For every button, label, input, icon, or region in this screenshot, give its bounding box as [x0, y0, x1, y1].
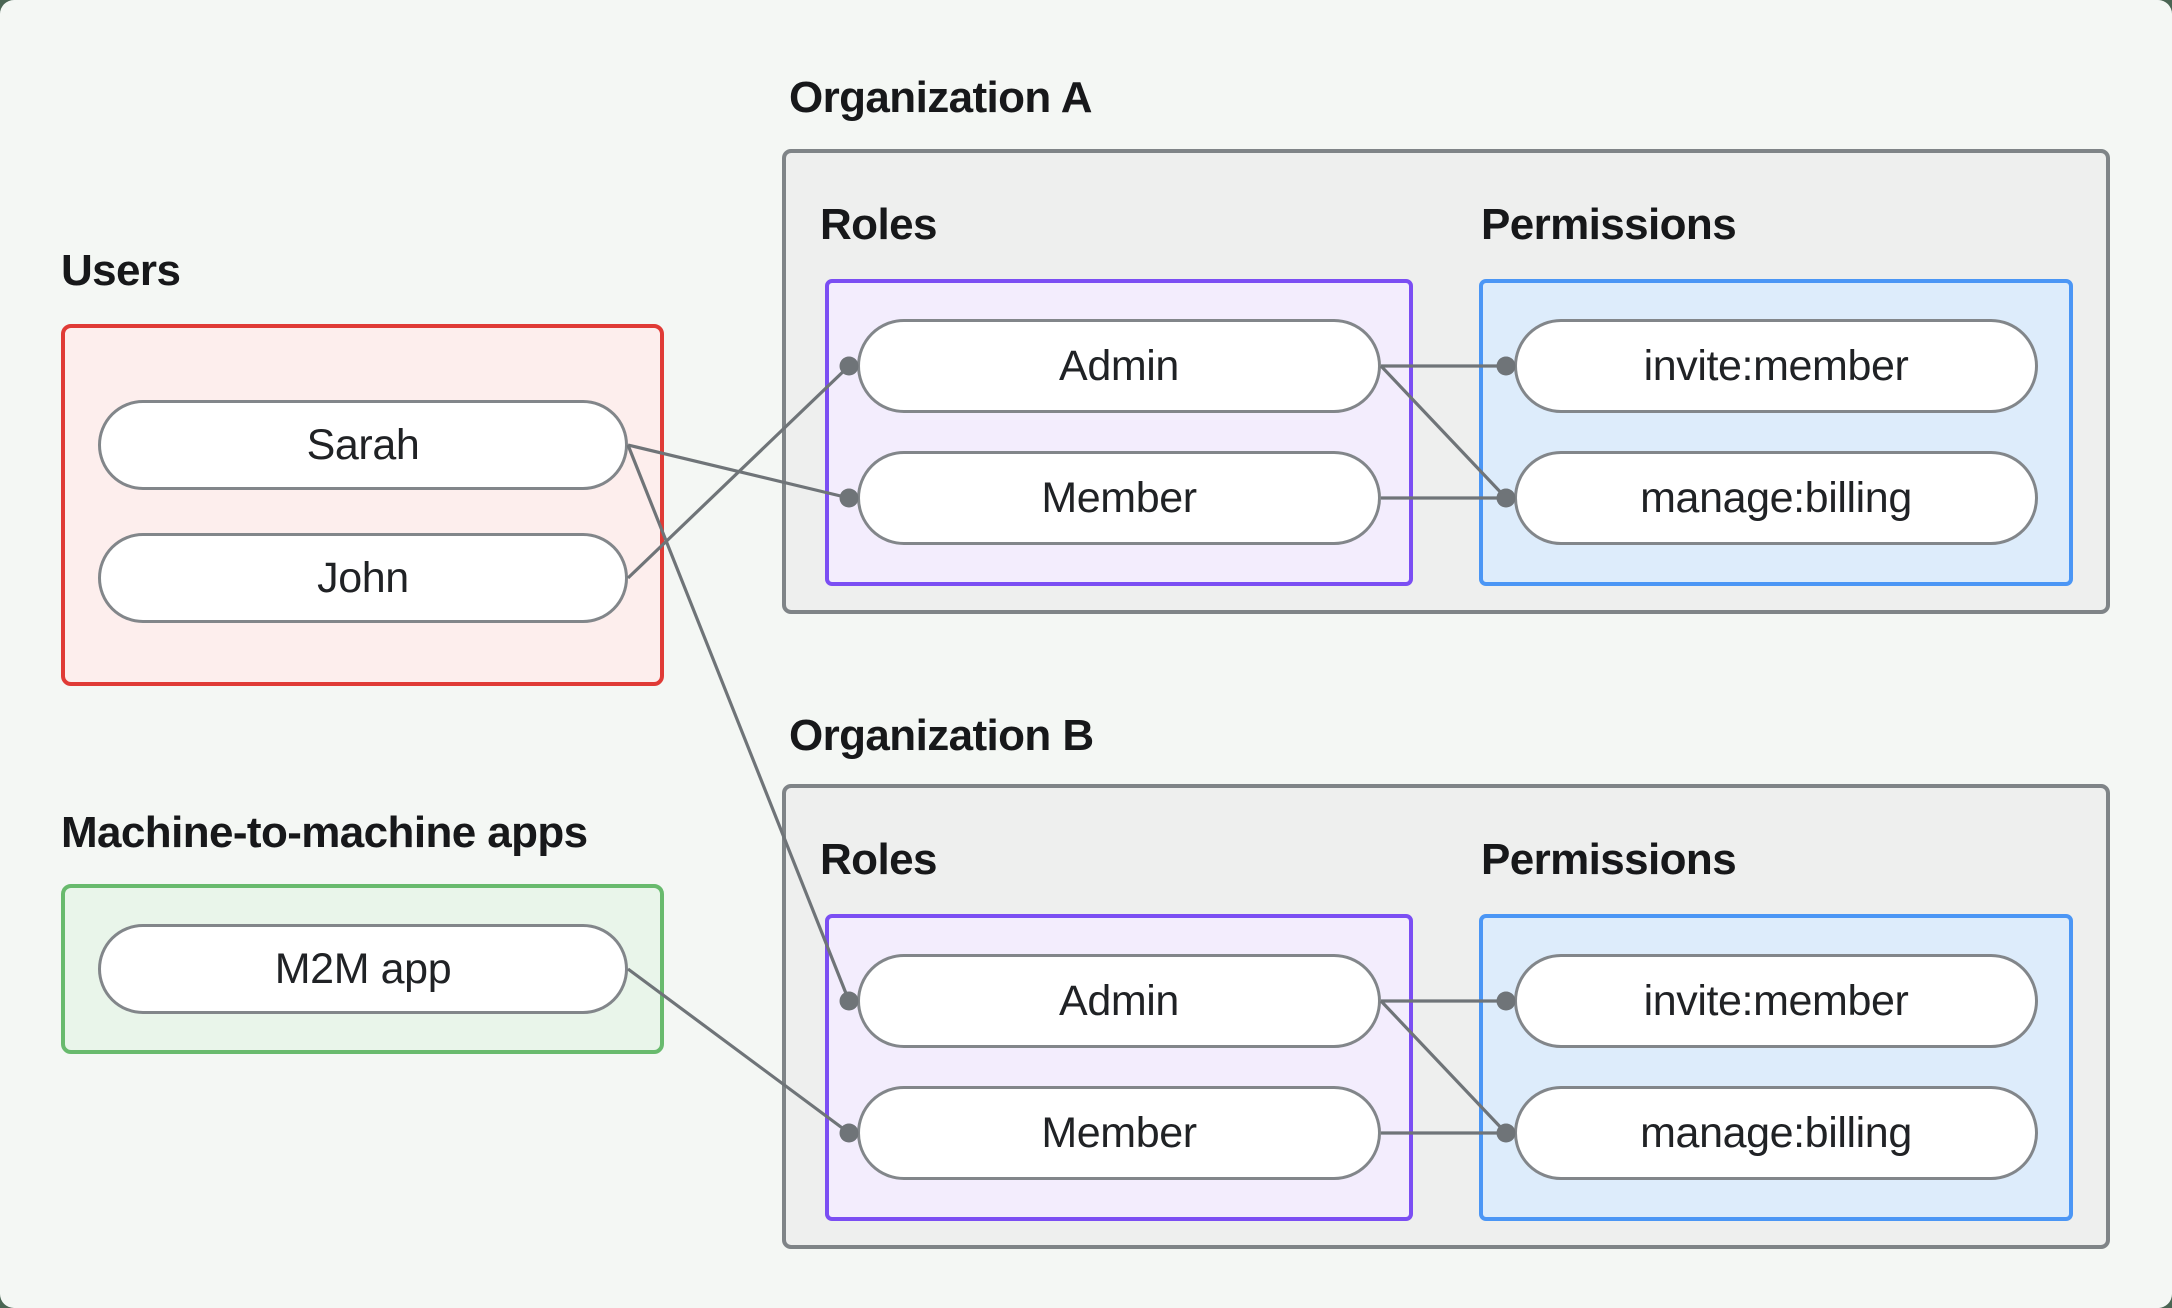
org-a-title: Organization A [789, 73, 1092, 122]
org-b-permission-pill-invite-member: invite:member [1514, 954, 2038, 1048]
org-b-role-pill-admin: Admin [857, 954, 1381, 1048]
org-a-role-admin-label: Admin [1059, 341, 1179, 390]
org-a-permission-invite-member-label: invite:member [1643, 341, 1909, 390]
org-b-title: Organization B [789, 711, 1094, 760]
m2m-pill-label: M2M app [274, 944, 452, 993]
m2m-section-label: Machine-to-machine apps [61, 808, 588, 857]
org-a-permission-pill-manage-billing: manage:billing [1514, 451, 2038, 545]
org-b-permission-invite-member-label: invite:member [1643, 976, 1909, 1025]
org-b-permissions-label: Permissions [1481, 835, 1737, 884]
user-pill-john: John [98, 533, 628, 623]
org-b-role-admin-label: Admin [1059, 976, 1179, 1025]
org-b-roles-label: Roles [820, 835, 937, 884]
org-b-role-pill-member: Member [857, 1086, 1381, 1180]
org-a-roles-label: Roles [820, 200, 937, 249]
org-b-role-member-label: Member [1041, 1108, 1197, 1157]
user-pill-sarah-label: Sarah [306, 420, 420, 469]
users-group-box [61, 324, 664, 686]
org-a-permission-manage-billing-label: manage:billing [1640, 473, 1912, 522]
users-section-label: Users [61, 246, 181, 295]
org-a-role-pill-member: Member [857, 451, 1381, 545]
user-pill-sarah: Sarah [98, 400, 628, 490]
org-b-permission-pill-manage-billing: manage:billing [1514, 1086, 2038, 1180]
m2m-pill: M2M app [98, 924, 628, 1014]
org-b-permission-manage-billing-label: manage:billing [1640, 1108, 1912, 1157]
org-a-permissions-label: Permissions [1481, 200, 1737, 249]
org-a-permission-pill-invite-member: invite:member [1514, 319, 2038, 413]
user-pill-john-label: John [317, 553, 409, 602]
org-a-role-pill-admin: Admin [857, 319, 1381, 413]
org-a-role-member-label: Member [1041, 473, 1197, 522]
